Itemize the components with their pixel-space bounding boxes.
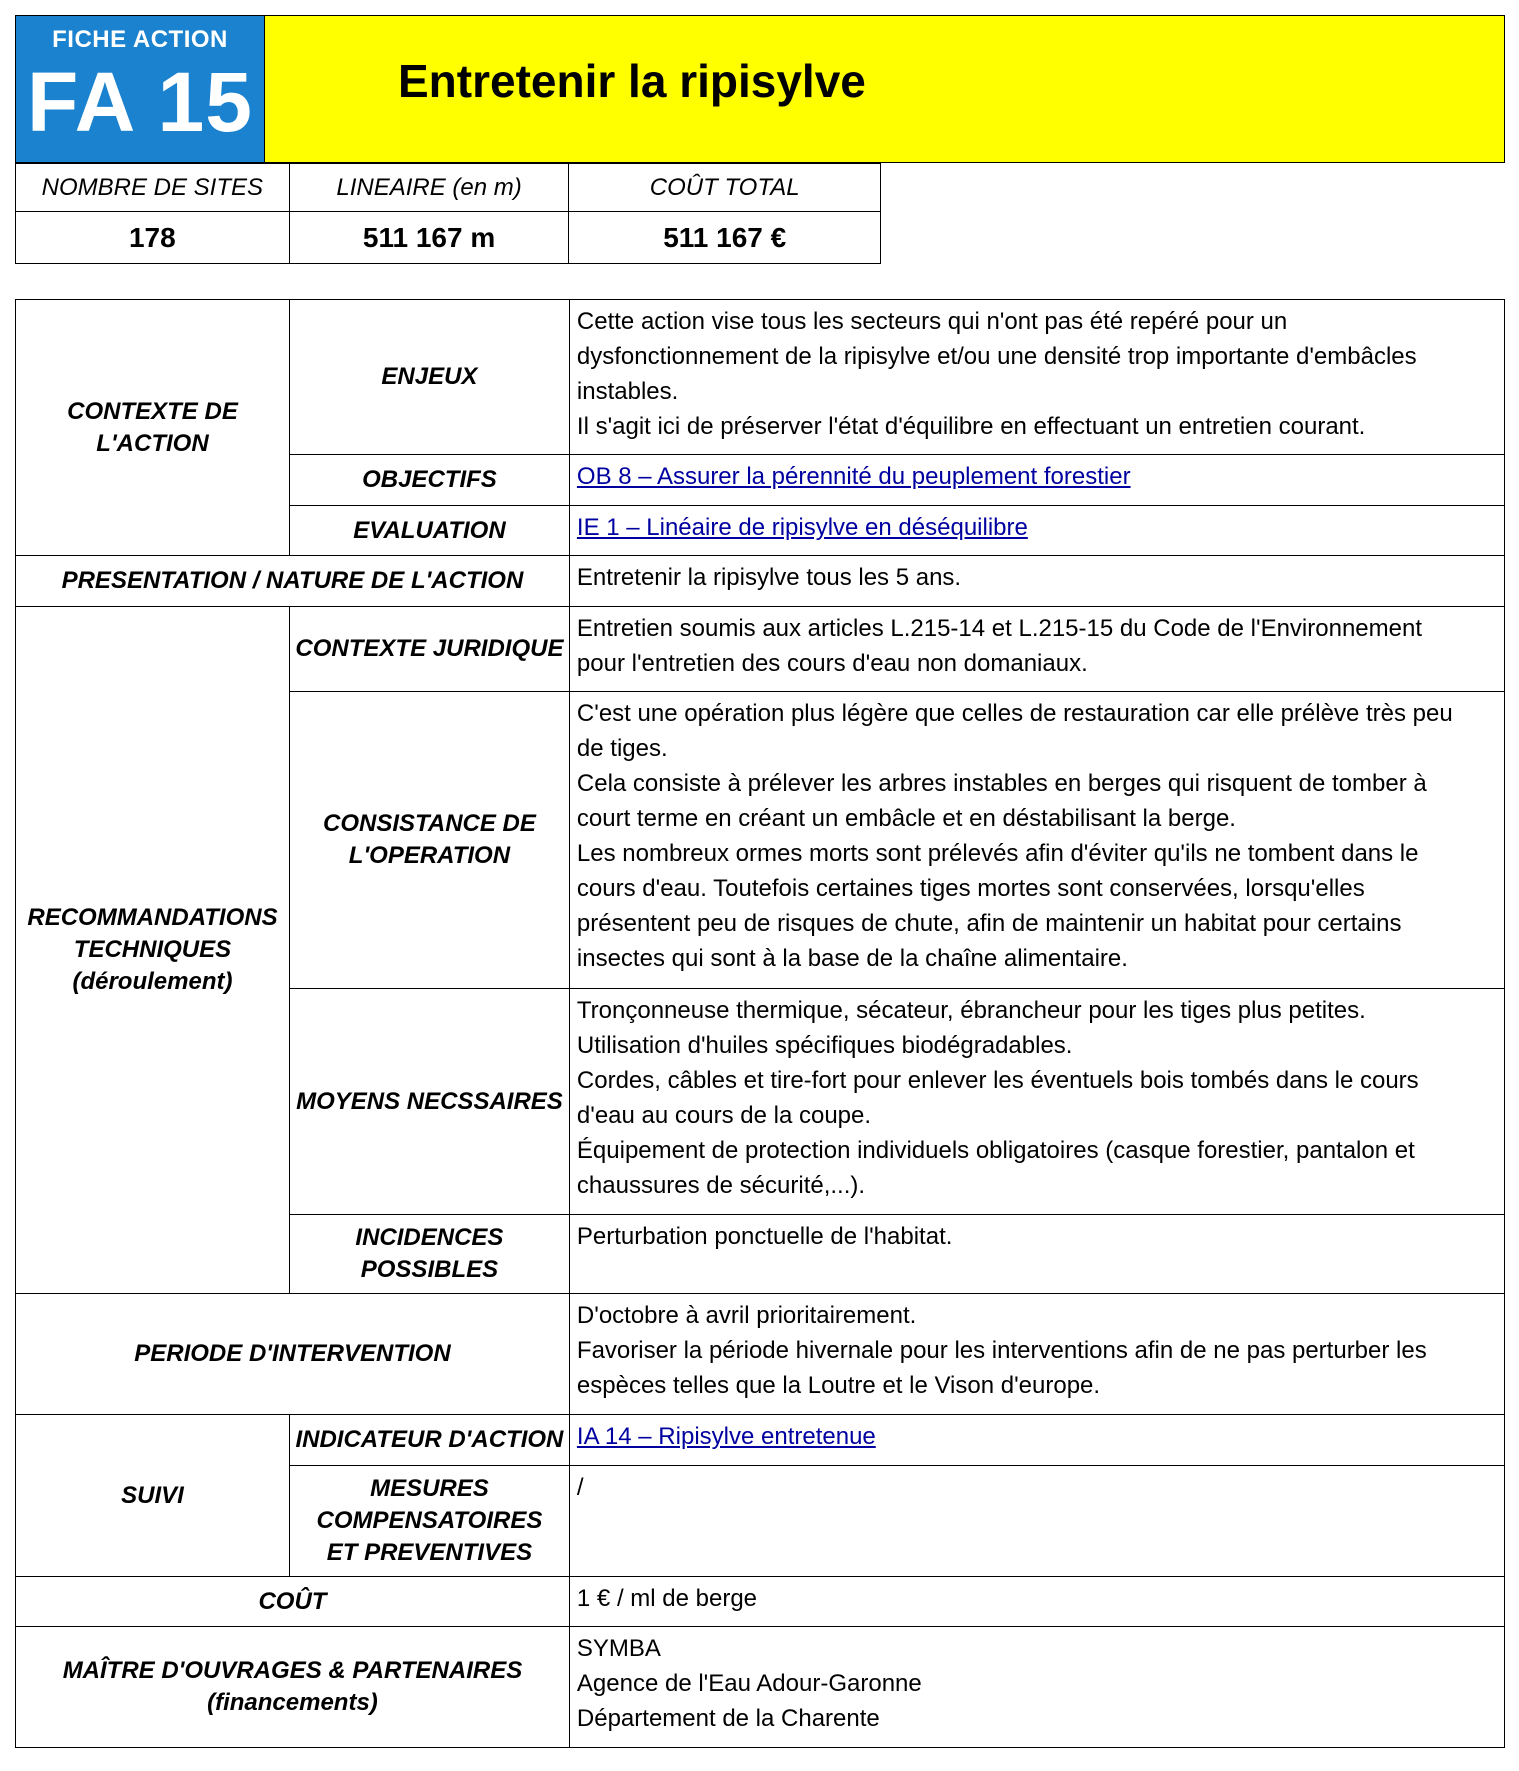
incidences-label: INCIDENCES POSSIBLES — [288, 1214, 570, 1294]
consistance-value: C'est une opération plus légère que cell… — [568, 691, 1506, 989]
presentation-value: Entretenir la ripisylve tous les 5 ans. — [568, 555, 1506, 607]
evaluation-link[interactable]: IE 1 – Linéaire de ripisylve en déséquil… — [576, 514, 1028, 541]
indicateur-label: INDICATEUR D'ACTION — [288, 1414, 570, 1466]
objectifs-value: OB 8 – Assurer la pérennité du peuplemen… — [568, 454, 1506, 506]
maitre-label: MAÎTRE D'OUVRAGES & PARTENAIRES (finance… — [15, 1626, 570, 1748]
consistance-line: Cela consiste à prélever les arbres inst… — [576, 770, 1427, 797]
consistance-line: C'est une opération plus légère que cell… — [576, 700, 1453, 727]
suivi-label: SUIVI — [15, 1414, 290, 1577]
maitre-label-line: (financements) — [207, 1689, 378, 1716]
mesures-label-line: ET PREVENTIVES — [326, 1539, 533, 1566]
consistance-label: CONSISTANCE DE L'OPERATION — [288, 691, 570, 989]
action-table: CONTEXTE DE L'ACTION ENJEUX Cette action… — [15, 299, 1506, 1748]
mesures-value: / — [568, 1465, 1506, 1577]
fiche-badge: FICHE ACTION FA 15 — [16, 16, 264, 162]
fiche-code: FA 15 — [27, 55, 253, 149]
recommandations-label-line: TECHNIQUES — [73, 936, 232, 963]
juridique-line: pour l'entretien des cours d'eau non dom… — [576, 650, 1088, 677]
recommandations-label-line: (déroulement) — [72, 968, 233, 995]
consistance-line: présentent peu de risques de chute, afin… — [576, 910, 1402, 937]
enjeux-line: instables. — [576, 378, 679, 405]
maitre-line: Département de la Charente — [576, 1705, 880, 1732]
enjeux-line: Il s'agit ici de préserver l'état d'équi… — [576, 413, 1366, 440]
objectifs-label: OBJECTIFS — [288, 454, 570, 506]
juridique-value: Entretien soumis aux articles L.215-14 e… — [568, 606, 1506, 692]
cout-label: COÛT — [15, 1576, 570, 1627]
consistance-line: cours d'eau. Toutefois certaines tiges m… — [576, 875, 1365, 902]
indicateur-link[interactable]: IA 14 – Ripisylve entretenue — [576, 1423, 876, 1450]
presentation-label: PRESENTATION / NATURE DE L'ACTION — [15, 555, 570, 607]
moyens-line: Cordes, câbles et tire-fort pour enlever… — [576, 1067, 1419, 1094]
moyens-line: Tronçonneuse thermique, sécateur, ébranc… — [576, 997, 1366, 1024]
consistance-line: de tiges. — [576, 735, 668, 762]
mesures-label-line: MESURES — [370, 1475, 489, 1502]
periode-label: PERIODE D'INTERVENTION — [15, 1293, 570, 1415]
incidences-value: Perturbation ponctuelle de l'habitat. — [568, 1214, 1506, 1294]
title-box: Entretenir la ripisylve — [264, 16, 1504, 162]
enjeux-value: Cette action vise tous les secteurs qui … — [568, 299, 1506, 455]
indicateur-value: IA 14 – Ripisylve entretenue — [568, 1414, 1506, 1466]
recommandations-label-line: RECOMMANDATIONS — [27, 904, 278, 931]
enjeux-line: Cette action vise tous les secteurs qui … — [576, 308, 1288, 335]
recommandations-label: RECOMMANDATIONS TECHNIQUES (déroulement) — [15, 606, 290, 1294]
stat-value-sites: 178 — [15, 211, 290, 264]
periode-line: D'octobre à avril prioritairement. — [576, 1302, 917, 1329]
stats-table: NOMBRE DE SITES LINEAIRE (en m) COÛT TOT… — [15, 163, 881, 264]
incidences-label-line: POSSIBLES — [360, 1256, 499, 1283]
periode-line: Favoriser la période hivernale pour les … — [576, 1337, 1427, 1364]
page-title: Entretenir la ripisylve — [398, 55, 866, 107]
moyens-line: chaussures de sécurité,...). — [576, 1172, 866, 1199]
mesures-label: MESURES COMPENSATOIRES ET PREVENTIVES — [288, 1465, 570, 1577]
periode-value: D'octobre à avril prioritairement. Favor… — [568, 1293, 1506, 1415]
enjeux-label: ENJEUX — [288, 299, 570, 455]
maitre-label-line: MAÎTRE D'OUVRAGES & PARTENAIRES — [62, 1657, 523, 1684]
moyens-line: d'eau au cours de la coupe. — [576, 1102, 872, 1129]
fiche-header: FICHE ACTION FA 15 Entretenir la ripisyl… — [15, 15, 1505, 163]
moyens-line: Utilisation d'huiles spécifiques biodégr… — [576, 1032, 1073, 1059]
moyens-label: MOYENS NECSSAIRES — [288, 988, 570, 1215]
evaluation-label: EVALUATION — [288, 505, 570, 556]
evaluation-value: IE 1 – Linéaire de ripisylve en déséquil… — [568, 505, 1506, 556]
maitre-line: SYMBA — [576, 1635, 661, 1662]
moyens-value: Tronçonneuse thermique, sécateur, ébranc… — [568, 988, 1506, 1215]
cout-value: 1 € / ml de berge — [568, 1576, 1506, 1627]
consistance-line: court terme en créant un embâcle et en d… — [576, 805, 1236, 832]
juridique-line: Entretien soumis aux articles L.215-14 e… — [576, 615, 1422, 642]
moyens-line: Équipement de protection individuels obl… — [576, 1137, 1415, 1164]
consistance-line: Les nombreux ormes morts sont prélevés a… — [576, 840, 1419, 867]
objectifs-link[interactable]: OB 8 – Assurer la pérennité du peuplemen… — [576, 463, 1131, 490]
contexte-label: CONTEXTE DE L'ACTION — [15, 299, 290, 556]
maitre-value: SYMBA Agence de l'Eau Adour-Garonne Dépa… — [568, 1626, 1506, 1748]
stat-header-cout: COÛT TOTAL — [568, 163, 881, 212]
stat-header-sites: NOMBRE DE SITES — [15, 163, 290, 212]
stat-value-cout: 511 167 € — [568, 211, 881, 264]
juridique-label: CONTEXTE JURIDIQUE — [288, 606, 570, 692]
maitre-line: Agence de l'Eau Adour-Garonne — [576, 1670, 922, 1697]
periode-line: espèces telles que la Loutre et le Vison… — [576, 1372, 1101, 1399]
enjeux-line: dysfonctionnement de la ripisylve et/ou … — [576, 343, 1417, 370]
stat-value-lineaire: 511 167 m — [288, 211, 570, 264]
fiche-label: FICHE ACTION — [52, 26, 228, 53]
incidences-label-line: INCIDENCES — [355, 1224, 504, 1251]
mesures-label-line: COMPENSATOIRES — [316, 1507, 543, 1534]
consistance-line: insectes qui sont à la base de la chaîne… — [576, 945, 1128, 972]
stat-header-lineaire: LINEAIRE (en m) — [288, 163, 570, 212]
